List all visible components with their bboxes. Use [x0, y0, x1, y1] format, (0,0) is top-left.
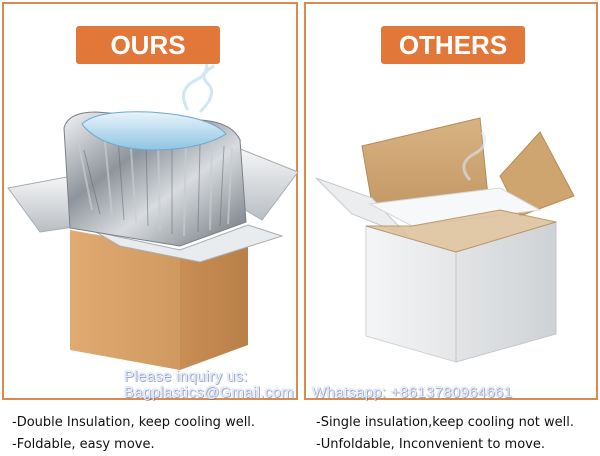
- watermark-whatsapp: Whatsapp: +8613780964661: [312, 384, 513, 401]
- ours-label: OURS: [76, 26, 220, 64]
- ours-feature-2: -Foldable, easy move.: [12, 437, 155, 452]
- others-feature-1: -Single insulation,keep cooling not well…: [316, 415, 575, 430]
- others-feature-2: -Unfoldable, Inconvenient to move.: [316, 437, 545, 452]
- watermark-inquiry: Please inquiry us:: [124, 368, 248, 385]
- watermark-email: Bagplastics@Gmail.com: [124, 384, 294, 401]
- others-label: OTHERS: [381, 26, 525, 64]
- insulated-box-illustration: [7, 57, 299, 370]
- plain-box-illustration: [315, 117, 575, 363]
- ours-feature-1: -Double Insulation, keep cooling well.: [12, 415, 256, 430]
